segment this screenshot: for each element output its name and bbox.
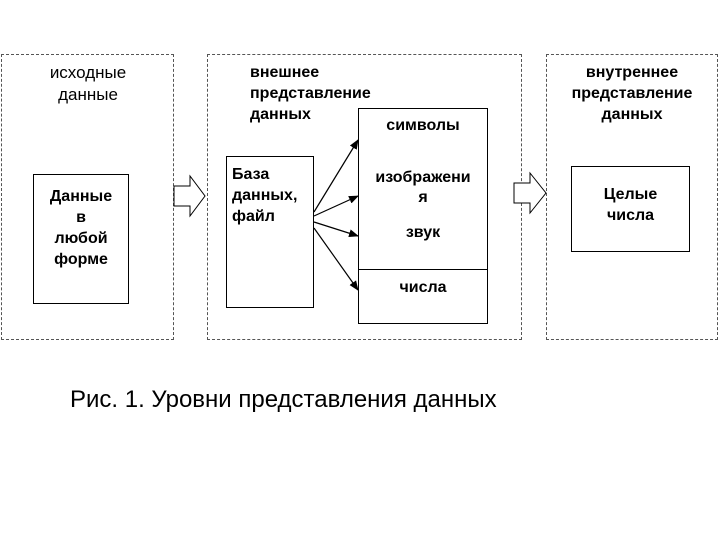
internal-section-frame	[546, 54, 718, 340]
internal-section-title: внутреннее представление данных	[571, 64, 693, 123]
external-section-title: внешнее представление данных	[250, 64, 371, 123]
type-box-images	[358, 162, 488, 270]
arrow-to-sound	[313, 221, 359, 238]
arrow-to-symbols	[313, 139, 359, 213]
database-box	[226, 156, 314, 308]
block-arrow-source-to-external	[173, 174, 206, 218]
source-data-box	[33, 174, 129, 304]
source-section-title: исходные данные	[49, 63, 127, 104]
type-label-images: изображени я	[375, 169, 471, 206]
type-box-numbers	[358, 269, 488, 324]
arrow-to-numbers	[313, 227, 359, 291]
type-label-numbers: числа	[399, 279, 447, 296]
arrow-to-images	[313, 195, 359, 217]
type-label-symbols: символы	[386, 117, 460, 134]
figure-caption: Рис. 1. Уровни представления данных	[70, 386, 497, 413]
internal-data-box	[571, 166, 690, 252]
database-box-label: База данных, файл	[232, 166, 298, 225]
type-label-sound: звук	[405, 224, 441, 241]
block-arrow-external-to-internal	[513, 171, 547, 215]
source-data-box-label: Данные в любой форме	[49, 188, 113, 268]
type-box-symbols	[358, 108, 488, 163]
internal-data-box-label: Целые числа	[603, 186, 658, 224]
